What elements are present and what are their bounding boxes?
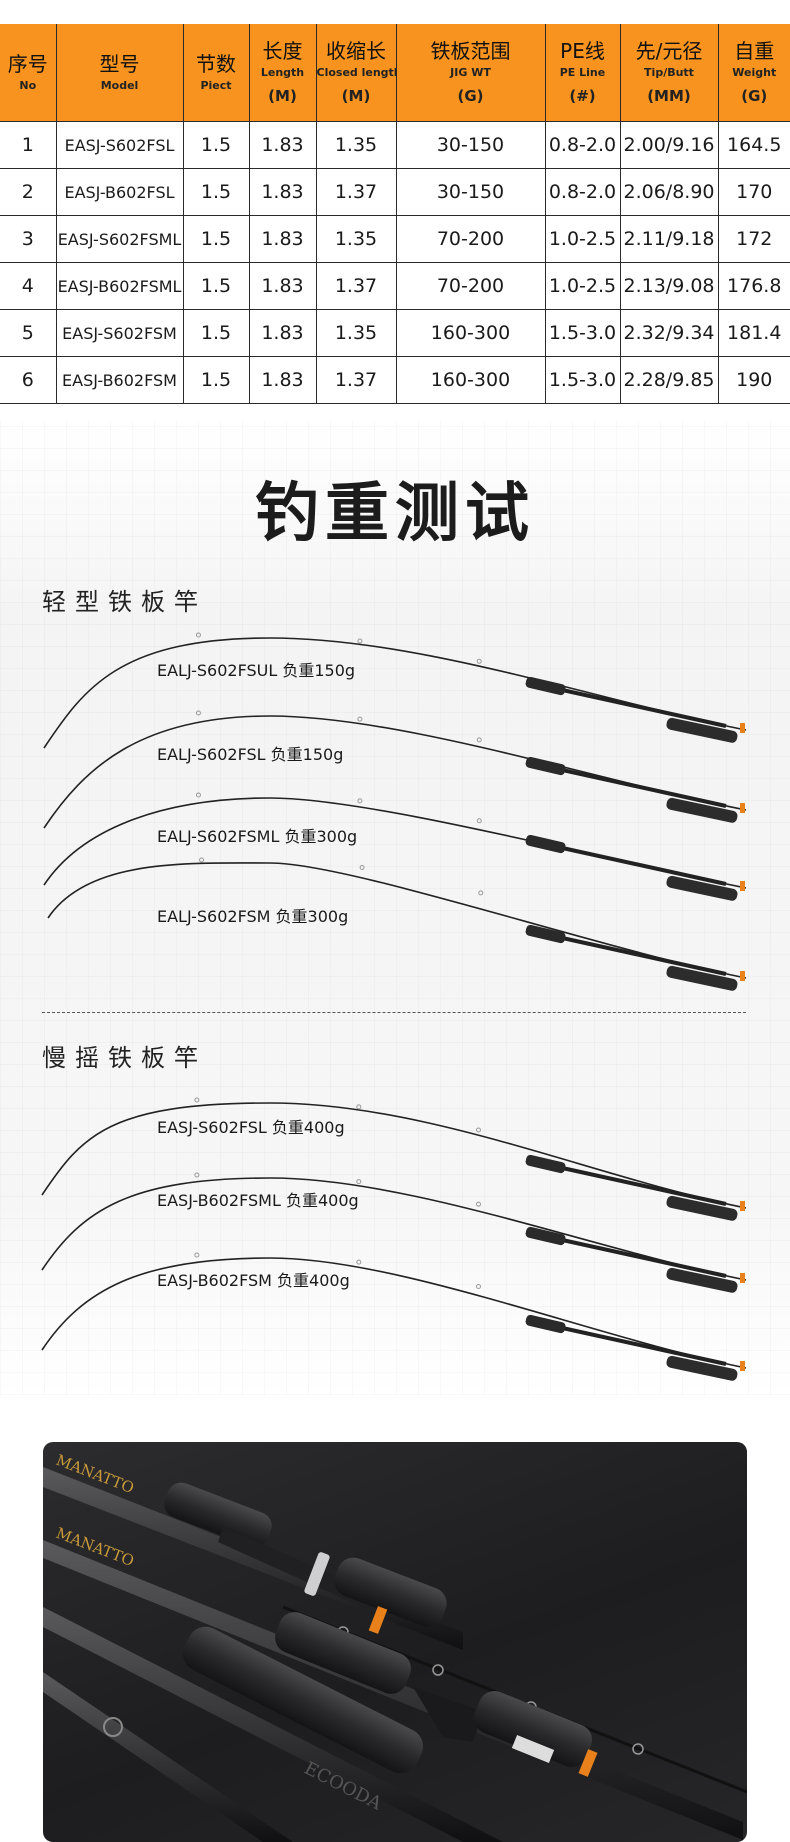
butt-cap: [740, 971, 745, 981]
butt-cap: [740, 881, 745, 891]
rod-blank: [42, 1178, 746, 1280]
rod-guide: [357, 1260, 361, 1264]
rod-label: EALJ-S602FSML 负重300g: [157, 823, 357, 847]
bent-rod: [42, 1098, 746, 1222]
rod-guide: [195, 1173, 199, 1177]
rod-blank: [44, 798, 746, 888]
rod-label: EALJ-S602FSL 负重150g: [157, 741, 343, 765]
rod-guide: [196, 711, 200, 715]
rod-guide: [477, 659, 481, 663]
butt-cap: [740, 1201, 745, 1211]
rod-label: EASJ-B602FSML 负重400g: [157, 1187, 359, 1211]
reel-seat: [525, 676, 566, 696]
rod-blank: [44, 638, 746, 748]
reel-seat: [525, 1154, 566, 1174]
rod-product-image: MANATTO MANATTO ECOODA: [43, 1442, 747, 1842]
reel-seat: [525, 834, 566, 854]
rod-guide: [357, 1105, 361, 1109]
dashed-divider: [42, 1012, 746, 1013]
rod-label: EASJ-B602FSM 负重400g: [157, 1267, 350, 1291]
rod-label: EALJ-S602FSUL 负重150g: [157, 657, 355, 681]
butt-cap: [740, 803, 745, 813]
rod-blank: [44, 716, 746, 828]
bent-rod: [48, 858, 746, 992]
rod-guide: [358, 717, 362, 721]
rod-guide: [196, 633, 200, 637]
bent-rod: [42, 1173, 746, 1294]
rod-guide: [200, 858, 204, 862]
rod-blank: [48, 863, 746, 978]
rod-guide: [477, 738, 481, 742]
rod-guide: [477, 819, 481, 823]
rod-label: EASJ-S602FSL 负重400g: [157, 1114, 345, 1138]
rod-guide: [358, 799, 362, 803]
rod-guide: [476, 1284, 480, 1288]
butt-cap: [740, 1361, 745, 1371]
bent-rod: [42, 1253, 746, 1382]
bent-rod: [44, 633, 746, 748]
reel-seat: [525, 1314, 566, 1334]
rod-guide: [358, 639, 362, 643]
rod-guide: [360, 865, 364, 869]
product-photo: MANATTO MANATTO ECOODA: [43, 1442, 747, 1842]
rod-guide: [476, 1202, 480, 1206]
rod-guide: [357, 1180, 361, 1184]
group-title-slow-jig: 慢摇铁板竿: [42, 1038, 207, 1073]
rod-guide: [196, 793, 200, 797]
rod-guide: [479, 891, 483, 895]
bent-rod: [44, 711, 746, 828]
rod-label: EALJ-S602FSM 负重300g: [157, 903, 348, 927]
rod-blank: [42, 1258, 746, 1368]
butt-cap: [740, 1273, 745, 1283]
butt-cap: [740, 723, 745, 733]
reel-seat: [525, 756, 566, 776]
rod-guide: [476, 1128, 480, 1132]
rod-bend-illustration: [0, 0, 790, 1405]
rod-guide: [195, 1098, 199, 1102]
rod-guide: [195, 1253, 199, 1257]
